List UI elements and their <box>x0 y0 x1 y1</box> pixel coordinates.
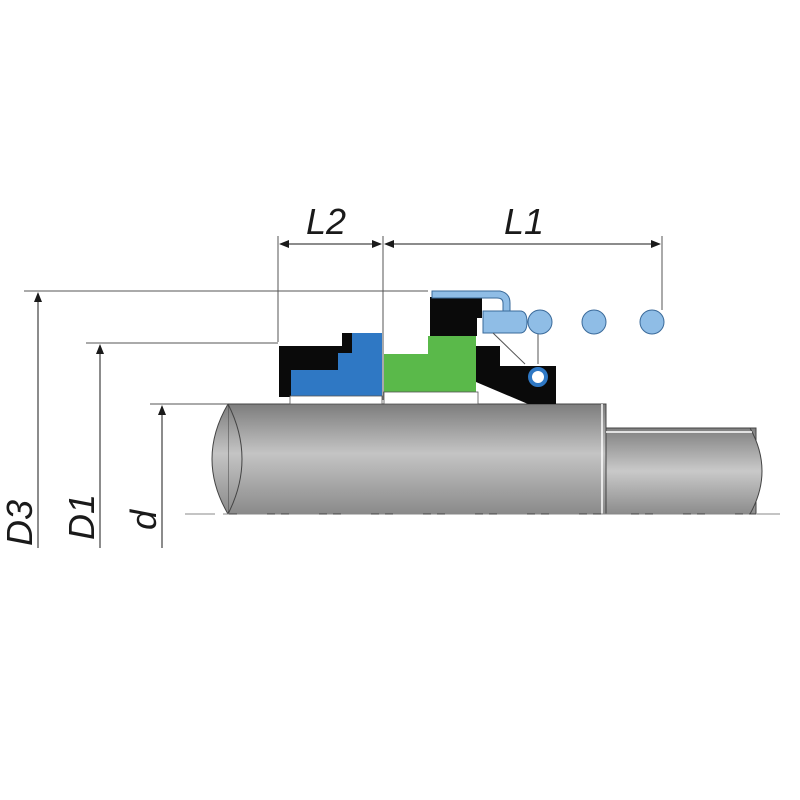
stationary-seat <box>291 333 382 397</box>
shaft-step-rounded-end <box>749 427 763 515</box>
spring-clip <box>482 310 528 334</box>
face-base-strip <box>383 391 479 405</box>
bellows-holder <box>430 297 482 336</box>
label-l1: L1 <box>504 201 544 242</box>
label-d1: D1 <box>61 494 102 540</box>
shaft-cut-face-inner <box>227 403 243 515</box>
dimension-lines <box>24 236 663 548</box>
seat-base-strip <box>289 395 383 405</box>
drive-pin <box>492 332 526 365</box>
spring-coil <box>639 309 665 335</box>
rotating-face <box>384 336 476 392</box>
seal-assembly <box>279 290 665 405</box>
label-l2: L2 <box>306 201 346 242</box>
label-d: d <box>123 509 164 530</box>
shaft-step <box>605 427 757 515</box>
spring-coil <box>581 309 607 335</box>
shaft <box>185 403 780 515</box>
o-ring <box>528 367 548 387</box>
spring-coil <box>527 309 553 335</box>
shaft-body <box>227 403 607 515</box>
shaft-cut-face <box>211 403 229 515</box>
label-d3: D3 <box>0 500 40 546</box>
